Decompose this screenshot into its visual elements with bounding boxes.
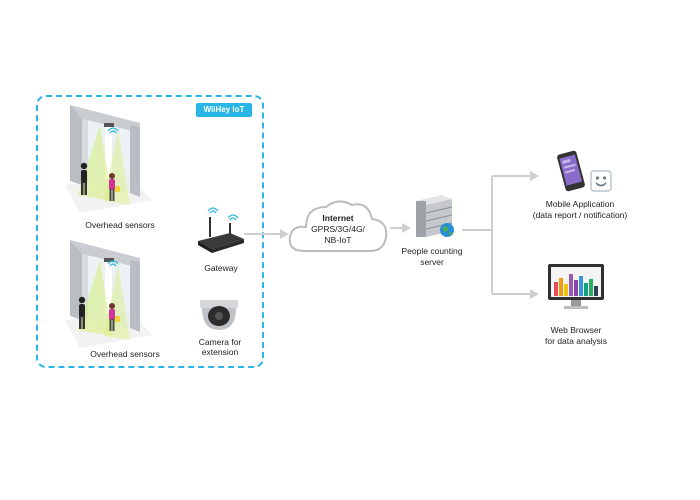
wifi-icon — [107, 127, 119, 134]
wifi-icon — [227, 214, 239, 221]
server-label-line1: People counting — [401, 246, 463, 256]
globe-icon — [440, 223, 454, 237]
server-label-line2: server — [420, 257, 444, 267]
person-icon — [109, 173, 120, 201]
iot-badge: WiiHey IoT — [196, 103, 252, 117]
automatic-door-icon — [65, 240, 152, 348]
sensors-top-label: Overhead sensors — [85, 220, 155, 230]
smiley-icon — [590, 170, 612, 192]
sensors-bottom-label: Overhead sensors — [90, 349, 160, 359]
person-icon — [109, 303, 120, 331]
wifi-icon — [207, 207, 219, 214]
dome-camera-icon — [200, 300, 238, 330]
camera-label-line2: extension — [201, 347, 239, 357]
gateway-label: Gateway — [204, 263, 238, 273]
camera-label-line1: Camera for — [198, 337, 242, 347]
arrow-to-server — [390, 223, 411, 233]
person-icon — [78, 296, 86, 329]
person-icon — [80, 162, 88, 195]
branch-arrows — [462, 171, 539, 299]
cloud-icon — [288, 200, 388, 252]
mobile-label-line1: Mobile Application — [545, 199, 615, 209]
web-label-line2: for data analysis — [545, 336, 607, 346]
internet-label-line3: NB-IoT — [324, 235, 352, 245]
router-icon — [198, 217, 244, 253]
internet-label-line2: GPRS/3G/4G/ — [311, 224, 365, 234]
internet-label-line1: Internet — [322, 213, 354, 223]
web-label-line1: Web Browser — [550, 325, 602, 335]
smartphone-icon — [557, 150, 585, 192]
iot-boundary — [36, 95, 264, 368]
monitor-icon — [548, 264, 604, 309]
wifi-icon — [107, 260, 119, 267]
arrow-to-cloud — [244, 229, 289, 239]
mobile-label-line2: (data report / notification) — [532, 210, 628, 220]
